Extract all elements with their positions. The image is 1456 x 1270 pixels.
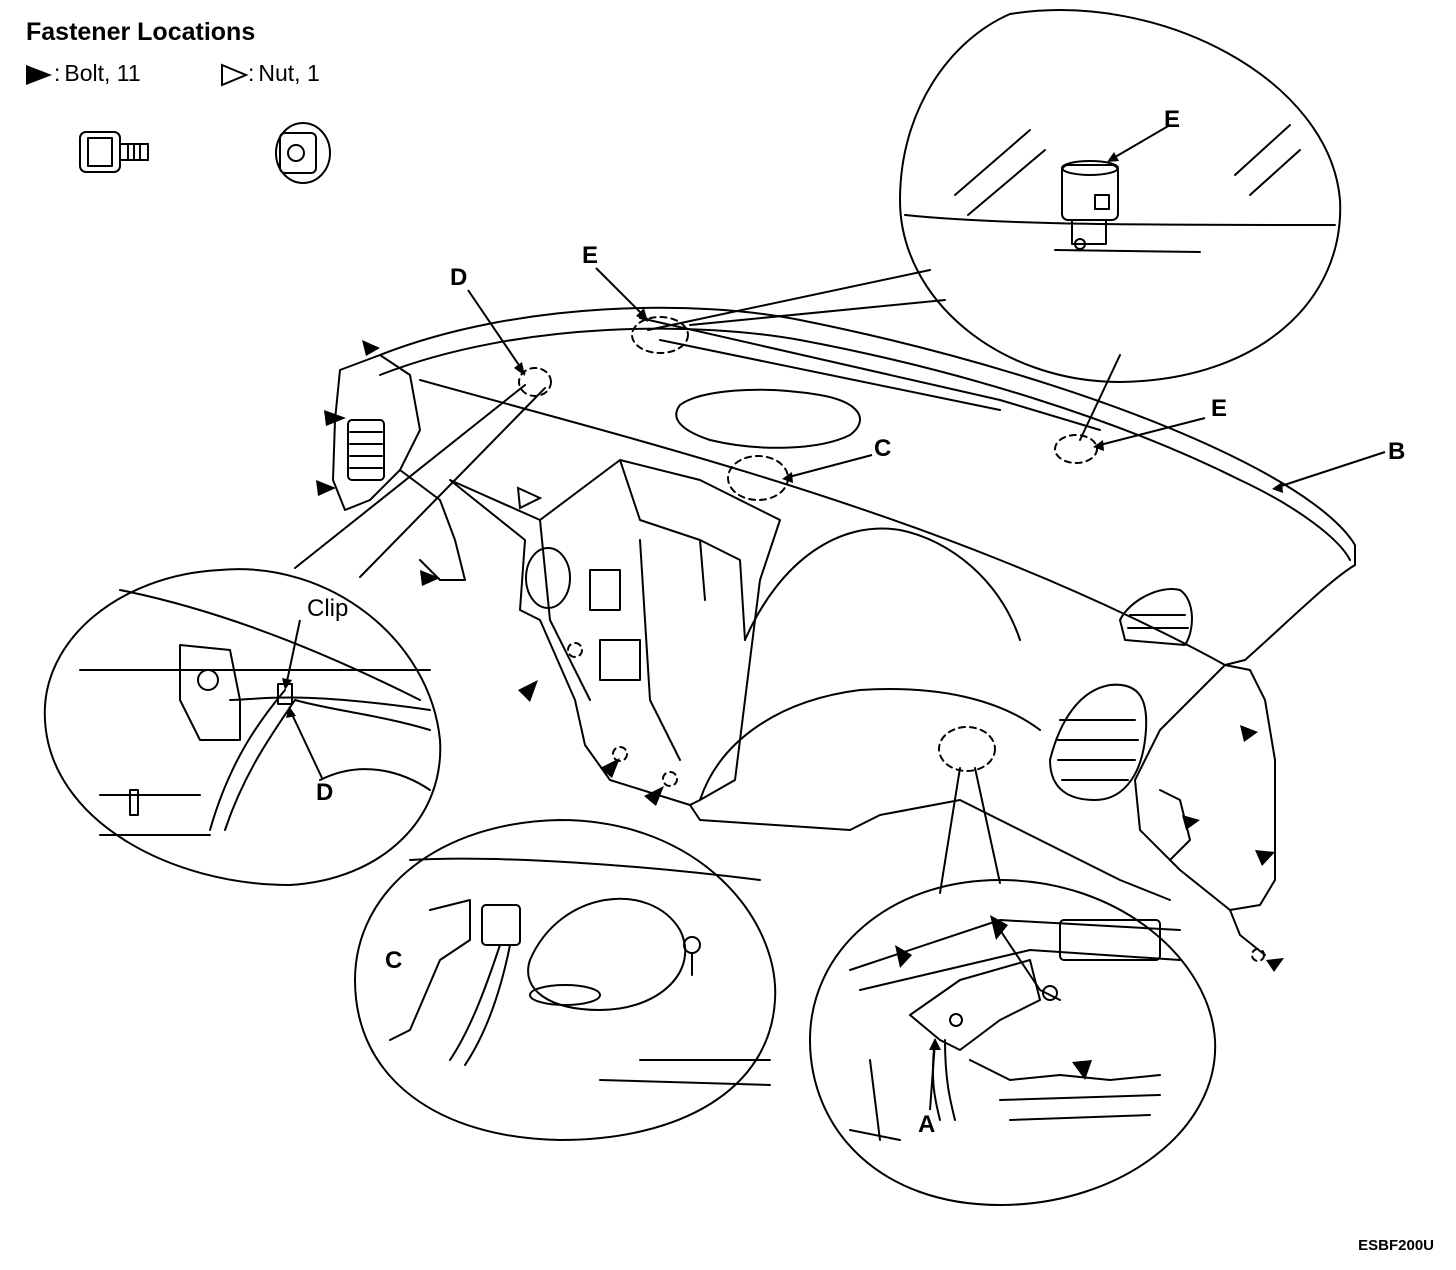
callout-clip: Clip [307, 595, 349, 622]
legend-bolt: : Bolt, 11 [54, 60, 141, 87]
legend-nut-label: Nut, 1 [258, 60, 320, 86]
legend-nut: : Nut, 1 [248, 60, 320, 87]
legend-bolt-separator: : [54, 60, 61, 86]
callout-e-right: E [1211, 395, 1228, 422]
callout-d-main: D [450, 264, 468, 291]
center-frame [449, 459, 781, 806]
callout-c-main: C [874, 435, 892, 462]
right-side-panel [1134, 664, 1276, 911]
legend-bolt-label: Bolt, 11 [64, 60, 141, 86]
figure-code: ESBF200U [1358, 1237, 1434, 1254]
bolt-hardware-icon [79, 131, 149, 173]
detail-circle-d [43, 568, 442, 886]
location-a [938, 726, 996, 772]
location-c [727, 455, 789, 501]
dashboard-top-surface [379, 306, 1356, 666]
steering-opening [744, 527, 1021, 641]
detail-circle-a [809, 879, 1217, 1206]
legend-title: Fastener Locations [26, 18, 256, 46]
nut-marker [516, 486, 543, 510]
location-e-right [1054, 434, 1098, 464]
detail-circle-e [899, 9, 1342, 383]
legend-nut-separator: : [248, 60, 255, 86]
callout-d-detail: D [316, 779, 334, 806]
nut-hardware-icon [275, 122, 331, 184]
location-e-top [631, 316, 689, 354]
callout-a: A [918, 1111, 936, 1138]
callout-e-detail: E [1164, 106, 1181, 133]
bolt-markers [316, 340, 1284, 1080]
right-vent [1049, 683, 1148, 801]
filled-triangle-icon [26, 65, 52, 85]
left-side-panel [332, 354, 421, 511]
outline-triangle-icon [221, 63, 249, 87]
callout-b: B [1388, 438, 1406, 465]
location-d [518, 367, 552, 397]
callout-e-main: E [582, 242, 599, 269]
detail-circle-c [354, 819, 777, 1141]
callout-c-detail: C [385, 947, 403, 974]
